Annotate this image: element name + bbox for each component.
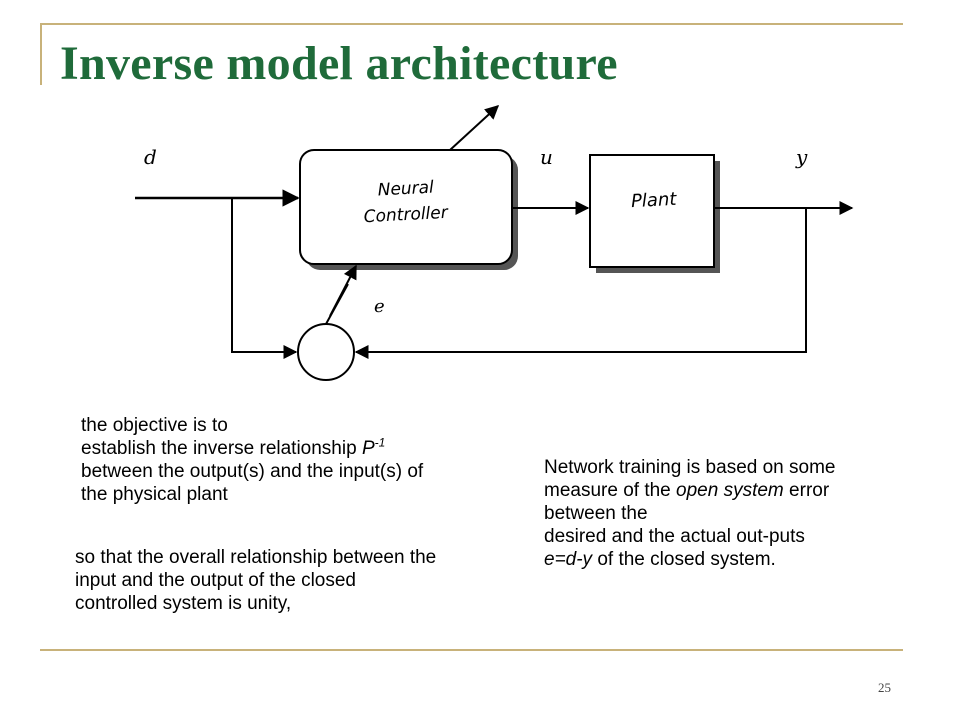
training-text: Network training is based on some measur… bbox=[544, 456, 924, 571]
controller-label-line2: Controller bbox=[363, 203, 449, 227]
plant-block bbox=[589, 154, 715, 268]
objective-line-4: the physical plant bbox=[81, 484, 228, 505]
bottom-rule bbox=[40, 649, 903, 651]
adaptation-arrow bbox=[449, 105, 500, 151]
training-line-5-suffix: of the closed system. bbox=[592, 549, 776, 570]
objective-line-2-text: establish the inverse relationship bbox=[81, 438, 362, 459]
training-line-4: desired and the actual out-puts bbox=[544, 526, 805, 547]
summing-junction bbox=[297, 323, 355, 381]
output-label: y bbox=[795, 145, 808, 169]
unity-line-2: input and the output of the closed bbox=[75, 570, 356, 591]
feedback-path bbox=[354, 208, 807, 359]
training-line-1: Network training is based on some bbox=[544, 457, 836, 478]
input-label: d bbox=[144, 145, 157, 169]
training-line-3: between the bbox=[544, 503, 648, 524]
objective-text: the objective is to establish the invers… bbox=[81, 414, 541, 506]
error-equation: e=d-y bbox=[544, 549, 593, 570]
top-rule bbox=[40, 23, 903, 25]
reference-branch bbox=[231, 198, 298, 359]
inverse-model-diagram: d u y e Neural Controller Plant bbox=[135, 105, 854, 381]
training-line-5: e=d-y of the closed system. bbox=[544, 548, 924, 571]
training-line-2-italic: open system bbox=[676, 480, 784, 501]
training-line-2: measure of the open system error bbox=[544, 479, 924, 502]
unity-line-3: controlled system is unity, bbox=[75, 593, 292, 614]
objective-line-2: establish the inverse relationship P-1 bbox=[81, 437, 541, 460]
objective-line-1: the objective is to bbox=[81, 415, 228, 436]
unity-line-1: so that the overall relationship between… bbox=[75, 547, 437, 568]
slide-title: Inverse model architecture bbox=[60, 37, 618, 90]
objective-line-3: between the output(s) and the input(s) o… bbox=[81, 461, 424, 482]
training-line-2-suffix: error bbox=[783, 480, 830, 501]
error-arrow-tip bbox=[329, 264, 357, 317]
training-line-2-prefix: measure of the bbox=[544, 480, 677, 501]
inverse-symbol: P bbox=[361, 438, 375, 459]
error-label: e bbox=[374, 296, 385, 317]
left-rule bbox=[40, 23, 42, 85]
control-label: u bbox=[540, 145, 553, 169]
inverse-superscript: -1 bbox=[374, 435, 386, 450]
plant-label: Plant bbox=[631, 189, 678, 212]
controller-label-line1: Neural bbox=[377, 178, 434, 201]
unity-text: so that the overall relationship between… bbox=[75, 546, 540, 615]
page-number: 25 bbox=[878, 680, 891, 695]
